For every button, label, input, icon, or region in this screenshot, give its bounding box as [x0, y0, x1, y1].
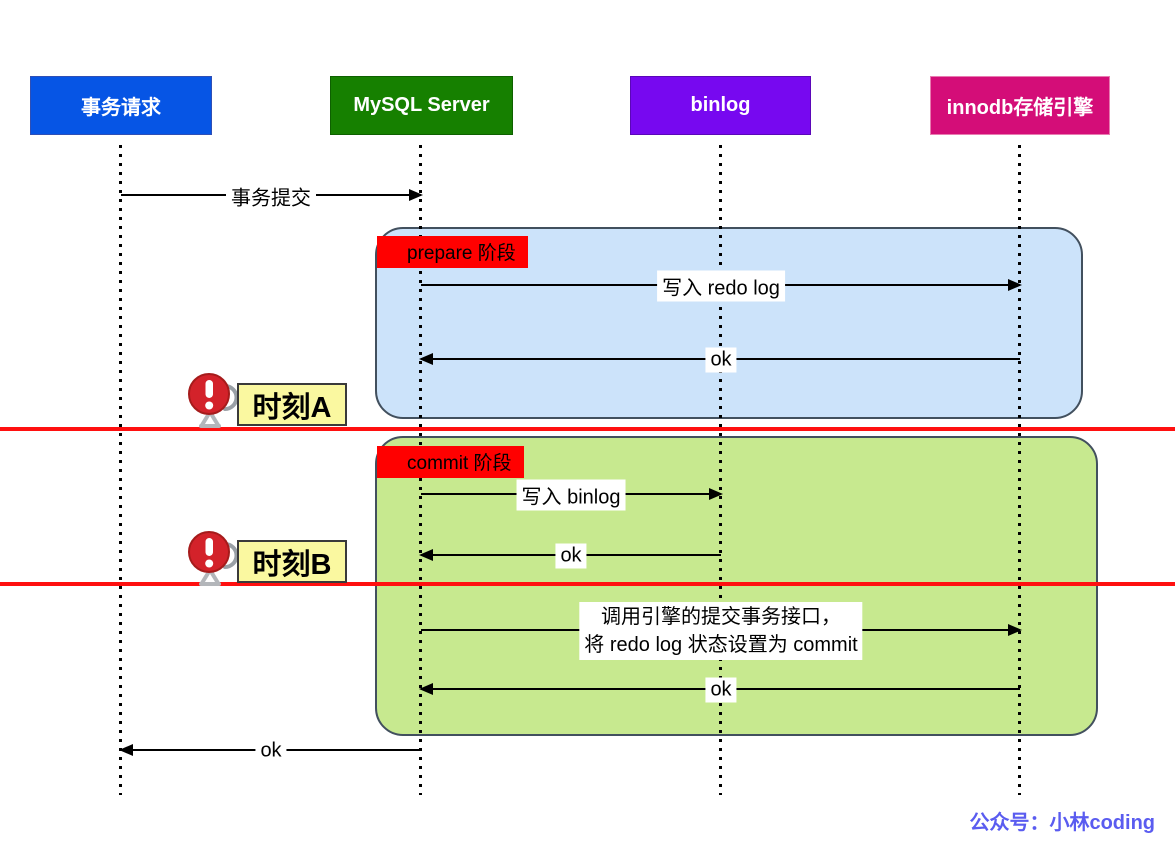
actor-box-innodb-engine: innodb存储引擎	[930, 76, 1110, 135]
alarm-exclamation-icon	[186, 370, 239, 432]
message-label-ok-redo-log: ok	[705, 347, 737, 373]
message-label-write-binlog: 写入 binlog	[516, 479, 626, 511]
lifeline-innodb-engine	[1018, 145, 1021, 795]
actor-label: MySQL Server	[353, 94, 490, 116]
actor-label: innodb存储引擎	[946, 97, 1094, 119]
actor-box-transaction-request: 事务请求	[30, 76, 212, 135]
watermark-text: 公众号：小林coding	[969, 812, 1155, 834]
message-label-engine-commit-call: 调用引擎的提交事务接口， 将 redo log 状态设置为 commit	[579, 602, 863, 660]
message-label-ok-binlog: ok	[555, 543, 587, 569]
alarm-exclamation-icon	[186, 528, 239, 590]
message-label-transaction-commit: 事务提交	[226, 180, 316, 212]
message-label-write-redo-log: 写入 redo log	[657, 270, 785, 302]
actor-box-mysql-server: MySQL Server	[330, 76, 513, 135]
timeline-rule-moment-a	[0, 427, 1175, 431]
message-label-line1: 调用引擎的提交事务接口，	[600, 606, 841, 628]
prepare-phase-label: prepare 阶段	[377, 236, 528, 268]
moment-b-badge: 时刻B	[237, 540, 347, 583]
message-label-ok-engine-commit: ok	[705, 677, 737, 703]
actor-label: binlog	[690, 94, 751, 116]
actor-box-binlog: binlog	[630, 76, 811, 135]
lifeline-transaction-request	[119, 145, 122, 795]
timeline-rule-moment-b	[0, 582, 1175, 586]
commit-phase-label: commit 阶段	[377, 446, 524, 478]
actor-label: 事务请求	[81, 97, 161, 119]
moment-a-badge: 时刻A	[237, 383, 347, 426]
lifeline-binlog	[719, 145, 722, 795]
message-label-ok-final: ok	[255, 738, 287, 764]
message-label-line2: 将 redo log 状态设置为 commit	[584, 634, 858, 656]
